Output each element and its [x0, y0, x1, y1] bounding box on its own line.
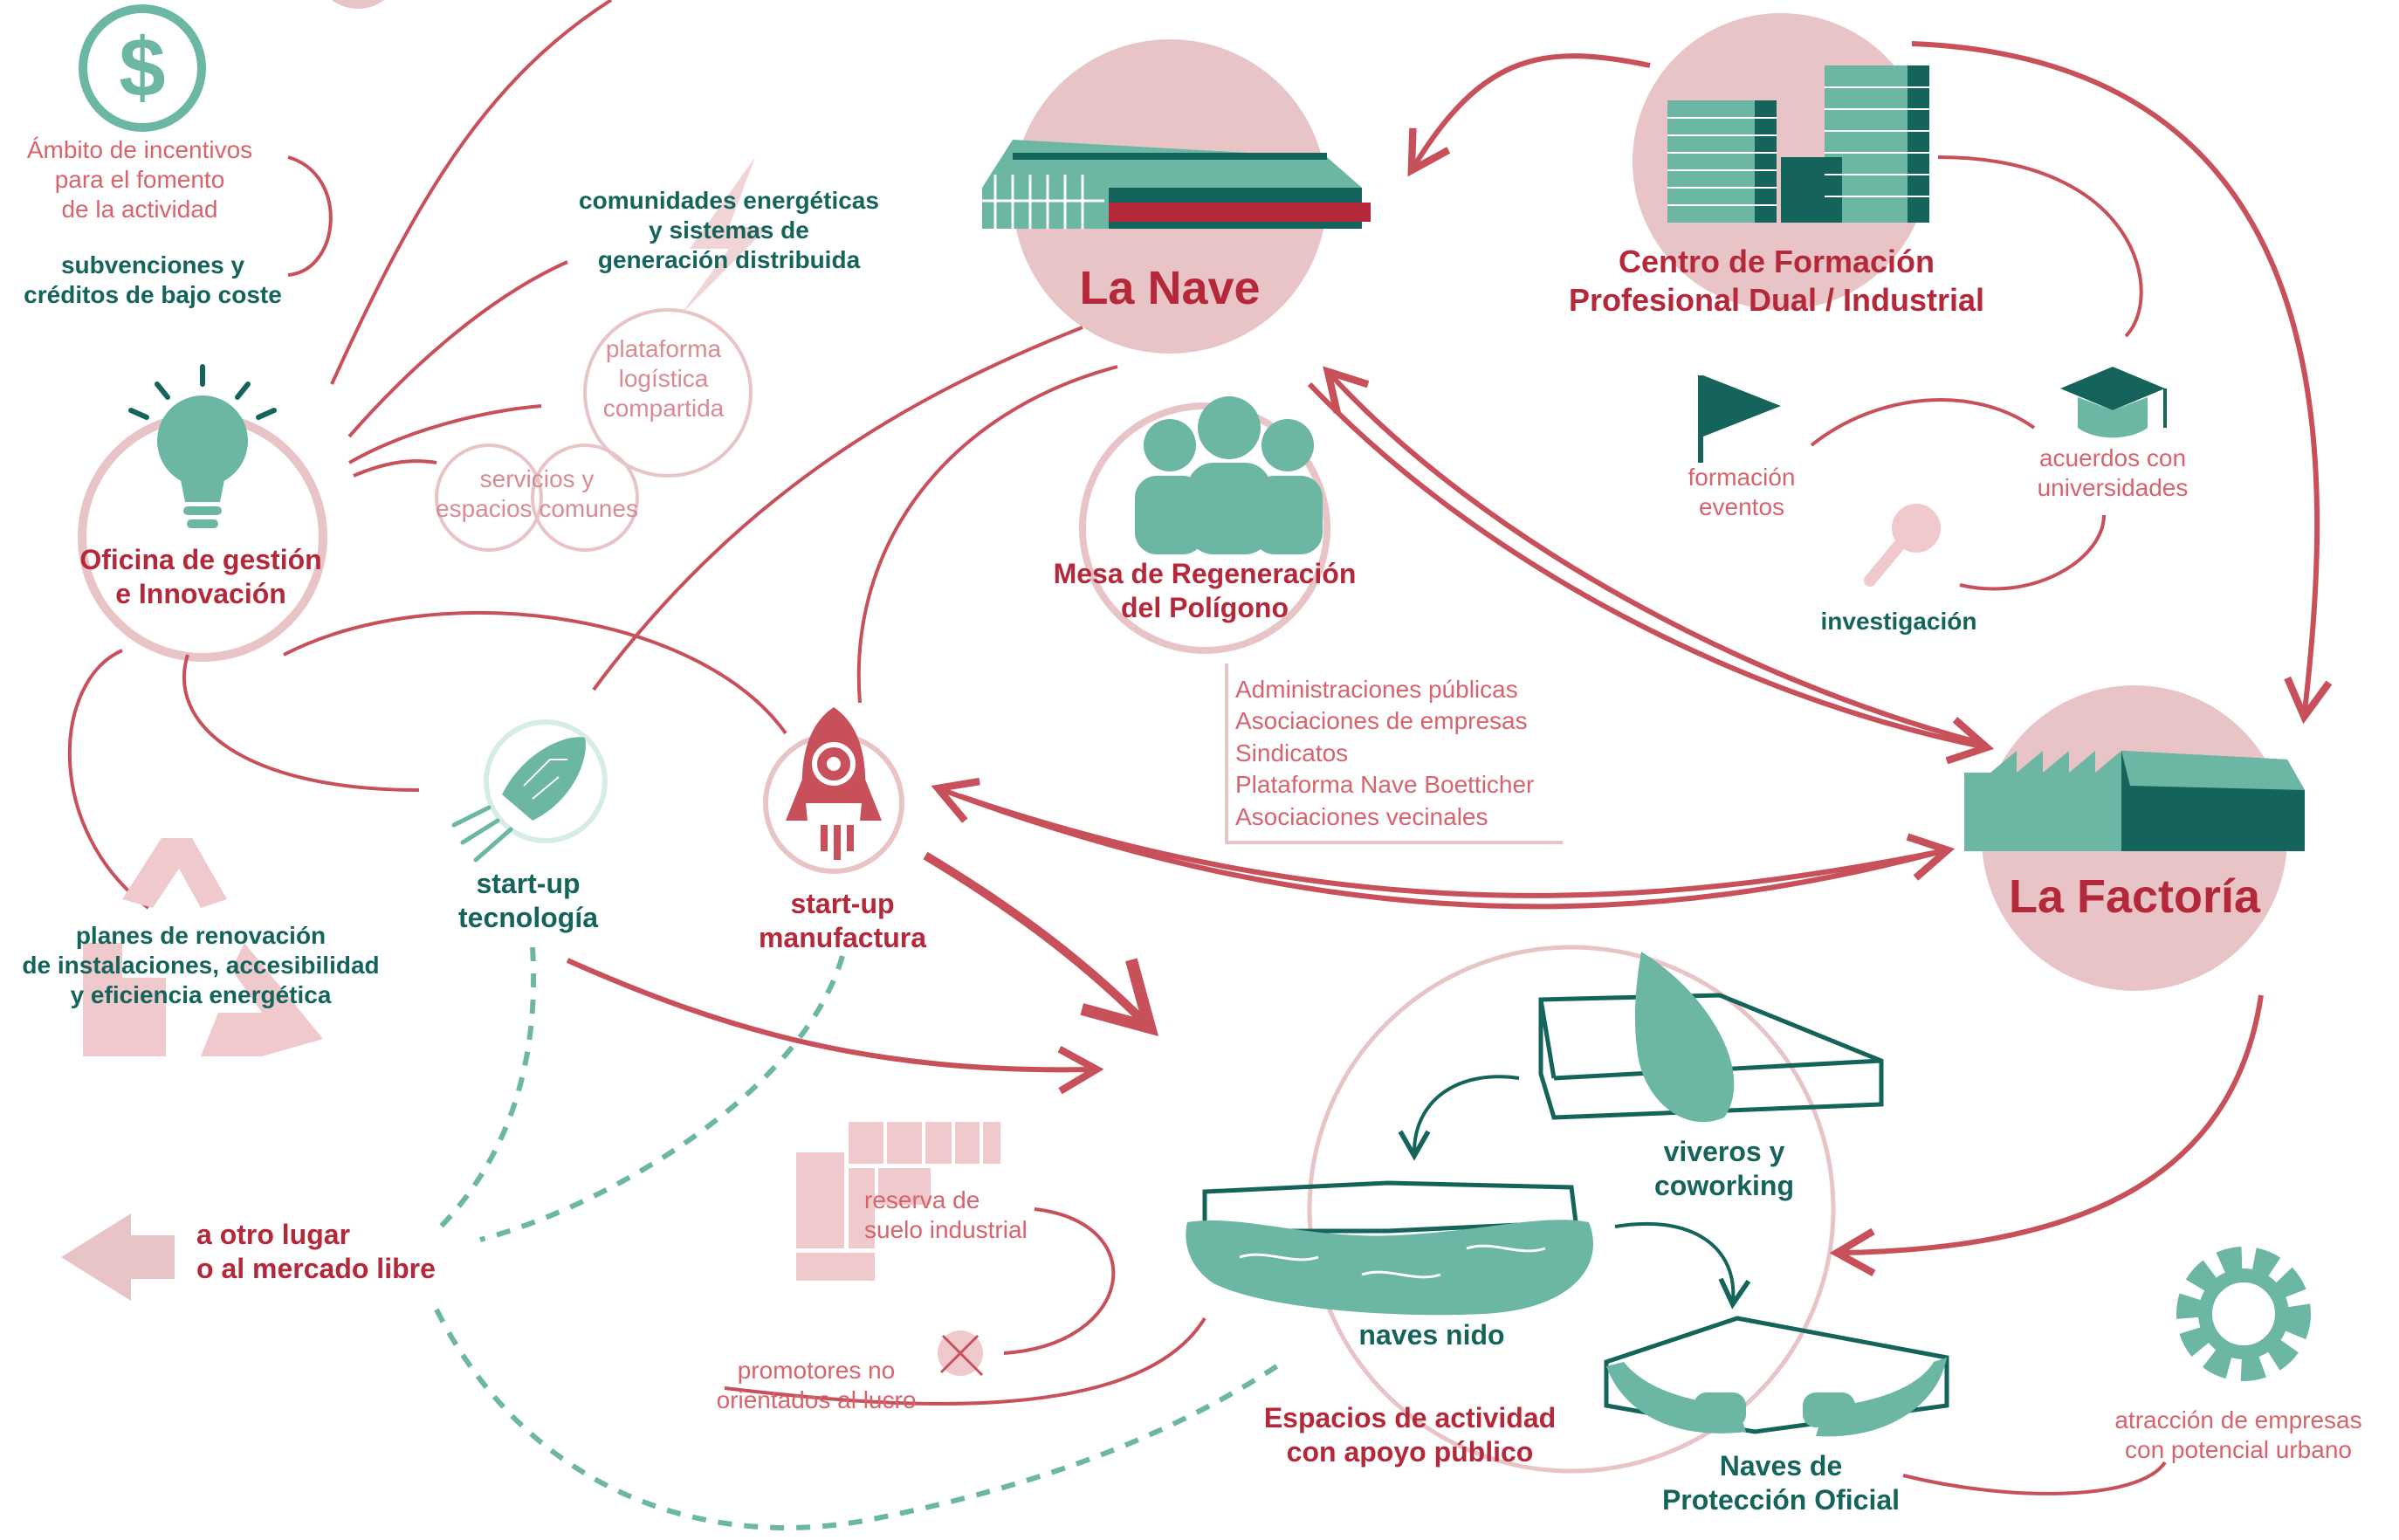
recycle-icon [83, 838, 323, 1056]
mesa-ring [1079, 402, 1330, 654]
arrow-manuf-to-espacios [923, 851, 1159, 1037]
mesa-member: Asociaciones de empresas [1235, 707, 1528, 735]
centro-formacion-label: Centro de Formación Profesional Dual / I… [1568, 244, 1985, 318]
naves-nido-label: naves nido [1358, 1319, 1505, 1351]
dollar-icon: $ [79, 4, 206, 132]
lightning-icon [681, 157, 768, 314]
viveros-label: viveros y coworking [1653, 1136, 1794, 1202]
reserva-label: reserva de suelo industrial [864, 1186, 1028, 1244]
connector-flag-acuerdos [1810, 398, 2036, 447]
arrow-nido-to-proteccion [1614, 1221, 1751, 1310]
arrow-manuf-to-factoria [959, 794, 1956, 898]
rocket-gear-icon [786, 707, 882, 860]
subvenciones-label: subvenciones y créditos de bajo coste [24, 251, 282, 309]
connector-reserva-promotores [1003, 1207, 1116, 1355]
connector-oficina-manuf [283, 611, 787, 735]
startup-tech-ring [484, 719, 608, 843]
servicios-label: servicios y espacios comunes [436, 465, 638, 523]
connector-oficina-planes [67, 649, 150, 910]
main-arrows [566, 41, 2333, 1277]
arrow-viveros-to-nido [1398, 1075, 1520, 1161]
connector-top-left [330, 0, 613, 385]
connector-centro-right [1937, 155, 2143, 338]
mesa-member: Asociaciones vecinales [1235, 802, 1488, 830]
left-arrow-icon [61, 1213, 175, 1301]
startup-tecnologia-label: start-up tecnología [457, 868, 598, 934]
warehouse-icon [982, 140, 1371, 229]
leaf-icon [1634, 952, 1735, 1123]
oficina-label: Oficina de gestión e Innovación [79, 544, 322, 610]
lightbulb-icon [128, 364, 277, 528]
connector-oficina-tech [182, 654, 420, 792]
planes-label: planes de renovación de instalaciones, a… [22, 922, 380, 1009]
connectors [67, 0, 2167, 1495]
crossed-out-icon [938, 1330, 984, 1377]
connector-naves-atraccion [1902, 1461, 2167, 1495]
connector-oficina-plataforma [348, 404, 542, 464]
mesa-member: Plataforma Nave Boetticher [1235, 771, 1535, 799]
otro-lugar-label: a otro lugar o al mercado libre [196, 1219, 436, 1285]
connector-mesa-list [1225, 663, 1563, 844]
naves-nido-icon [1186, 1180, 1593, 1316]
connector-acuerdos-invest [1959, 514, 2106, 591]
comunidades-label: comunidades energéticas y sistemas de ge… [579, 187, 879, 274]
plataforma-label: plataforma logística compartida [602, 335, 725, 423]
servicios-ring-b [531, 443, 639, 552]
arrow-factoria-to-naves [1829, 994, 2264, 1277]
investigacion-label: investigación [1820, 608, 1977, 635]
dashed-manuf-exit [479, 955, 845, 1242]
connector-manuf-nave [856, 365, 1118, 704]
dashed-exits [434, 946, 1285, 1530]
startup-manufactura-label: start-up manufactura [758, 888, 927, 954]
connector-oficina-comunidades [347, 260, 568, 438]
espacios-actividad-label: Espacios de actividad con apoyo público [1263, 1402, 1557, 1468]
arrow-centro-to-factoria [1911, 41, 2333, 725]
mesa-label: Mesa de Regeneración del Polígono [1053, 558, 1357, 624]
plataforma-ring [583, 308, 753, 478]
rocket-tech-icon [451, 737, 586, 863]
magnifier-icon [1864, 504, 1941, 587]
naves-proteccion-label: Naves de Protección Oficial [1661, 1450, 1901, 1516]
svg-text:$: $ [119, 21, 165, 114]
gear-icon [2176, 1247, 2311, 1381]
factory-icon [1964, 751, 2305, 851]
flag-icon [1698, 375, 1781, 463]
arrow-factoria-to-manuf [931, 777, 1943, 910]
atraccion-label: atracción de empresas con potencial urba… [2114, 1406, 2362, 1464]
graduation-cap-icon [2060, 367, 2167, 438]
hands-icon [1604, 1316, 1949, 1437]
teal-flow-arrows [1398, 1075, 1751, 1310]
arrow-factoria-to-nave [1323, 366, 1978, 745]
top-partial-circle [332, 0, 384, 9]
mesa-members-list: Administraciones públicas Asociaciones d… [1235, 674, 1534, 833]
ambito-label: Ámbito de incentivos para el fomento de … [26, 136, 253, 223]
formacion-label: formación eventos [1688, 464, 1796, 521]
connector-oficina-servicios [353, 459, 437, 478]
people-icon [1135, 396, 1323, 554]
mesa-member: Administraciones públicas [1235, 676, 1518, 703]
dashed-tech-exit [434, 946, 536, 1234]
building-icon [1667, 65, 1929, 223]
connector-promotores-naves [724, 1317, 1206, 1406]
viveros-icon [1538, 952, 1884, 1123]
la-nave-label: La Nave [1079, 262, 1261, 314]
arrow-nave-to-factoria [1307, 382, 1995, 765]
servicios-ring-a [435, 443, 543, 552]
espacios-ring [1307, 945, 1836, 1474]
acuerdos-label: acuerdos con universidades [2037, 444, 2189, 502]
arrow-tech-to-espacios [566, 958, 1104, 1095]
land-blocks-icon [796, 1122, 1000, 1281]
promotores-label: promotores no orientados al lucro [716, 1357, 917, 1414]
connector-ambito [287, 155, 333, 277]
arrow-centro-to-nave [1407, 53, 1651, 177]
mesa-member: Sindicatos [1235, 739, 1349, 767]
dashed-bottom-exit [434, 1308, 1285, 1530]
connector-tech-nave [592, 326, 1083, 691]
la-factoria-label: La Factoría [2008, 870, 2261, 923]
